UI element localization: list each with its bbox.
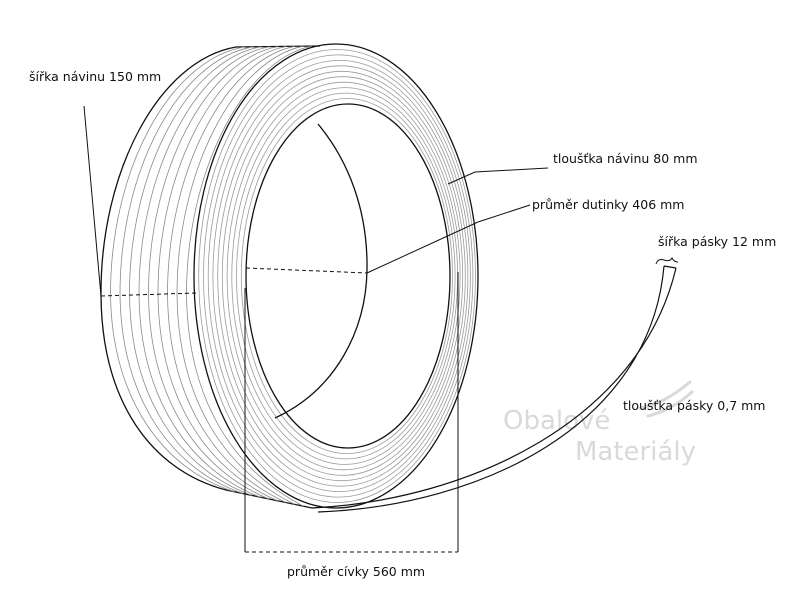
winding-thickness-leader (447, 167, 549, 185)
core-diameter-dash (245, 267, 368, 274)
coil-side-windings (110, 45, 312, 507)
label-winding-thickness: tloušťka návinu 80 mm (553, 151, 698, 166)
coil-body (100, 45, 321, 509)
winding-width-leader (83, 105, 102, 297)
core-inner-ellipse (245, 103, 451, 449)
dashed-lines (100, 267, 458, 553)
coil-front-outer-ellipse (193, 43, 479, 509)
strap-end (663, 265, 677, 269)
checkmark-swoosh-icon (638, 380, 694, 418)
coil-front-rings (198, 49, 476, 503)
front-winding-ring (217, 70, 466, 482)
side-winding-line (148, 46, 279, 500)
side-winding-line (186, 45, 312, 507)
watermark: Obalové Materiály (503, 380, 696, 467)
front-winding-ring (221, 76, 464, 476)
front-winding-ring (203, 54, 474, 498)
core-diameter-leader (366, 204, 531, 274)
core-back-edge (274, 123, 368, 419)
strap-width-brace (655, 256, 679, 265)
side-winding-line (138, 46, 270, 498)
front-winding-ring (236, 92, 456, 460)
front-winding-ring (240, 98, 453, 454)
coil-front-face (193, 43, 479, 509)
side-winding-line (176, 45, 304, 505)
winding-width-dash (100, 292, 197, 297)
side-winding-line (129, 46, 262, 496)
label-strap-width: šířka pásky 12 mm (658, 234, 776, 249)
label-core-diameter: průměr dutinky 406 mm (532, 197, 684, 212)
strap-inner-edge (317, 265, 665, 513)
watermark-line2: Materiály (575, 437, 696, 467)
front-winding-ring (198, 49, 476, 503)
labels: šířka návinu 150 mm tloušťka návinu 80 m… (29, 69, 776, 579)
label-winding-width: šířka návinu 150 mm (29, 69, 161, 84)
strap-outer-edge (311, 267, 677, 509)
front-winding-ring (226, 81, 461, 471)
front-winding-ring (207, 59, 471, 493)
front-winding-ring (212, 65, 469, 487)
label-strap-thickness: tloušťka pásky 0,7 mm (623, 398, 766, 413)
side-winding-line (119, 46, 253, 494)
side-winding-line (110, 46, 245, 493)
front-winding-ring (231, 87, 459, 465)
strap (311, 256, 679, 513)
label-coil-diameter: průměr cívky 560 mm (287, 564, 425, 579)
leader-lines (83, 105, 549, 552)
